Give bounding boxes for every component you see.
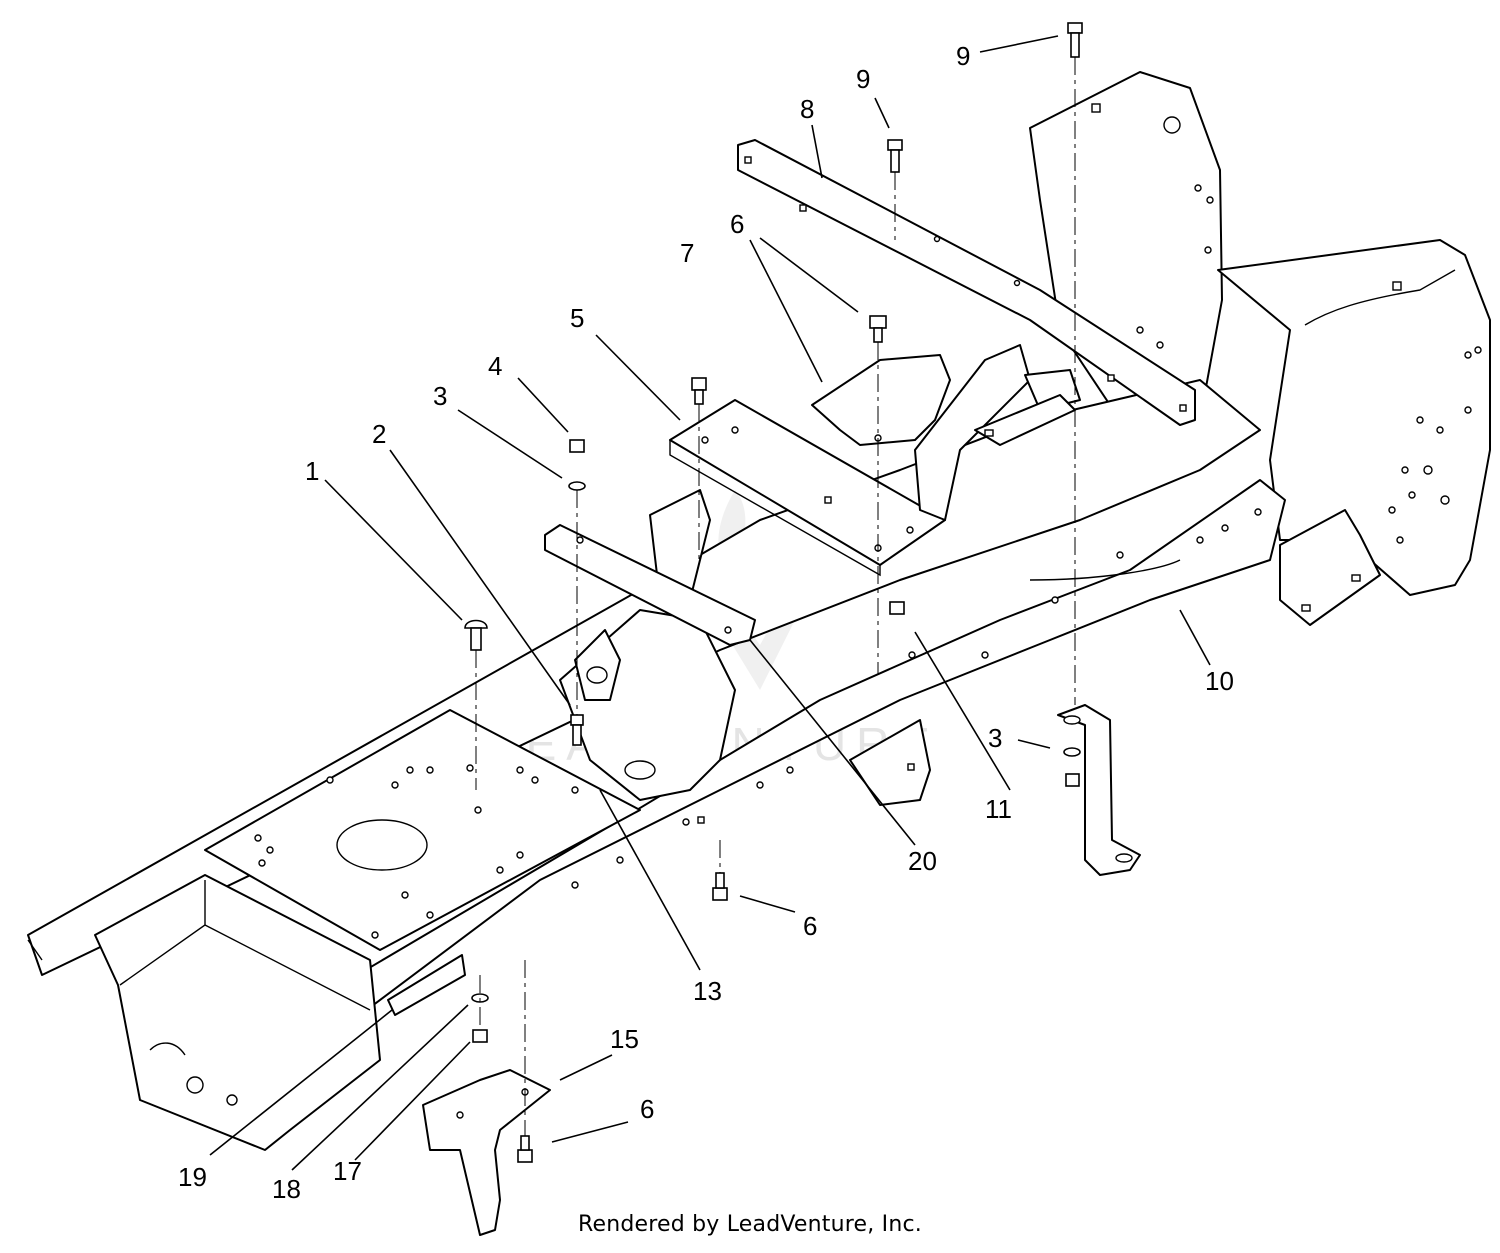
callout-1: 1 (305, 456, 319, 486)
callout-18: 18 (272, 1174, 301, 1204)
callout-numbers: 1 2 3 4 5 6 7 8 9 9 10 3 11 20 6 13 15 6… (178, 41, 1234, 1204)
callout-6: 6 (730, 209, 744, 239)
callout-8: 8 (800, 94, 814, 124)
callout-4: 4 (488, 351, 502, 381)
callout-6: 6 (640, 1094, 654, 1124)
callout-15: 15 (610, 1024, 639, 1054)
callout-20: 20 (908, 846, 937, 876)
leader-lines (209, 35, 1211, 1171)
callout-19: 19 (178, 1162, 207, 1192)
callout-10: 10 (1205, 666, 1234, 696)
callout-7: 7 (680, 238, 694, 268)
center-mount-assembly (559, 489, 931, 824)
side-plate (387, 954, 466, 1016)
callout-11: 11 (985, 794, 1012, 824)
linkage (914, 344, 1081, 521)
rear-side-plate-front (1217, 239, 1491, 596)
lower-bracket (422, 1069, 551, 1236)
callout-6: 6 (803, 911, 817, 941)
callout-3: 3 (988, 723, 1002, 753)
callout-13: 13 (693, 976, 722, 1006)
callout-9: 9 (956, 41, 970, 71)
front-lower-box (94, 874, 381, 1151)
rear-foot-bracket (1279, 509, 1381, 626)
hanger-bracket (1057, 704, 1141, 876)
callout-17: 17 (333, 1156, 362, 1186)
cross-brace (737, 139, 1196, 426)
center-plate (204, 709, 641, 951)
assembly-centerlines (475, 57, 1076, 1136)
rear-frame-arc (1029, 559, 1181, 581)
footer-credit: Rendered by LeadVenture, Inc. (578, 1212, 922, 1237)
callout-5: 5 (570, 303, 584, 333)
callout-9: 9 (856, 64, 870, 94)
callout-3: 3 (433, 381, 447, 411)
callout-2: 2 (372, 419, 386, 449)
